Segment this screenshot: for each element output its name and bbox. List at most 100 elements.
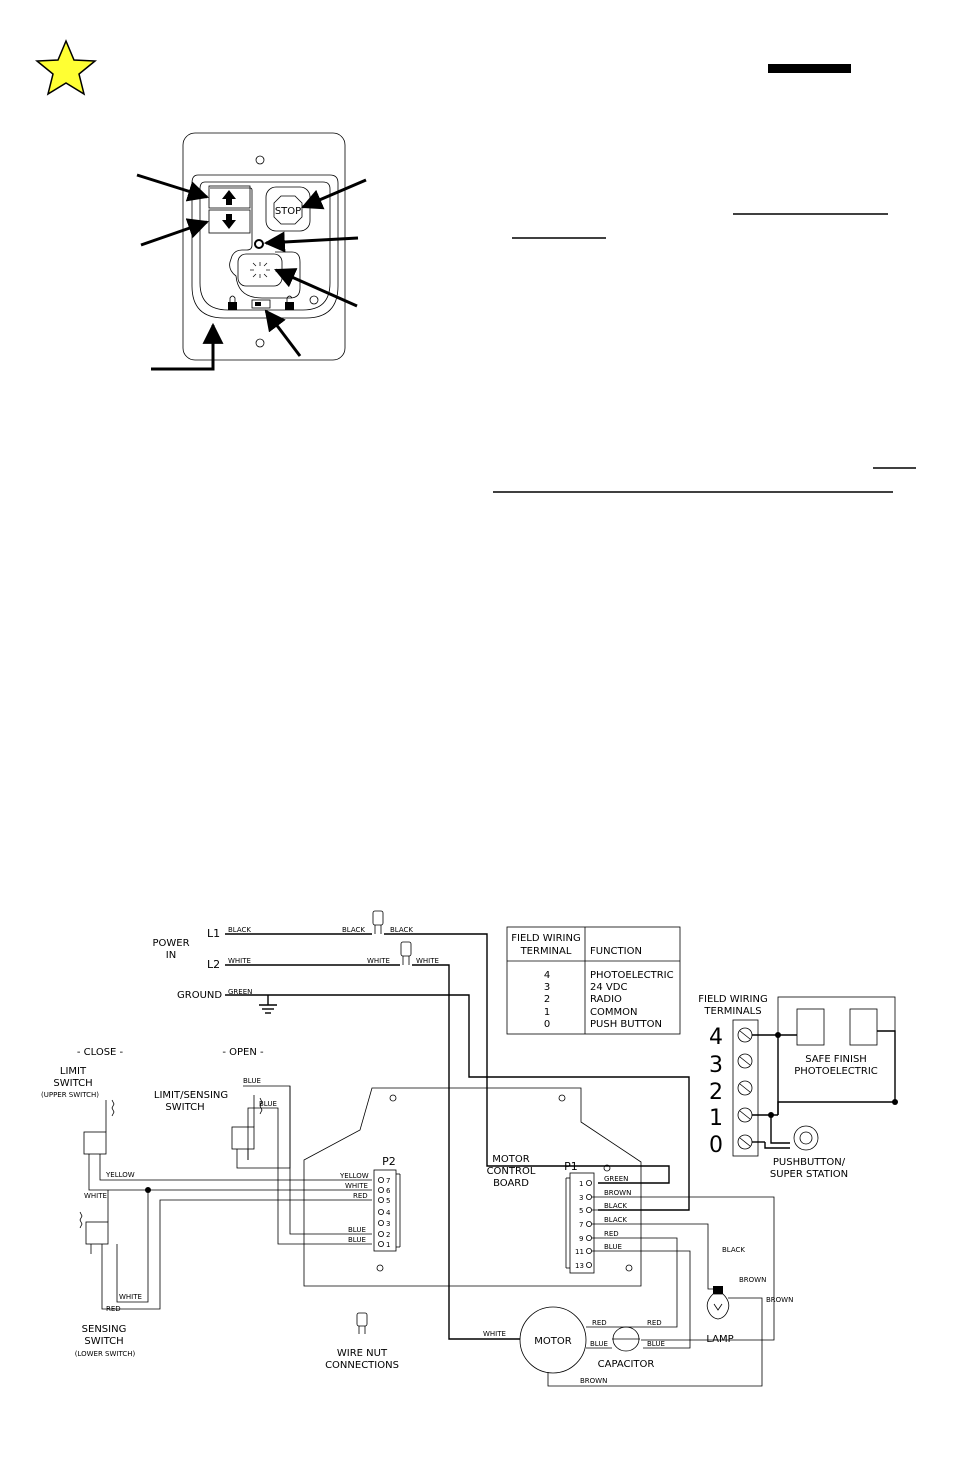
power-label-1: POWER	[152, 938, 189, 949]
l2-nut-label-left: WHITE	[367, 957, 390, 965]
underline-fragments	[493, 213, 916, 493]
terminal-table: FIELD WIRING TERMINAL FUNCTION 4 PHOTOEL…	[506, 926, 681, 1035]
control-station: STOP	[182, 132, 346, 361]
close-header: - CLOSE -	[77, 1047, 124, 1058]
l1-nut-label-right: BLACK	[390, 926, 413, 934]
limit-sensing-label-1: LIMIT/SENSING	[154, 1090, 228, 1101]
p1-pin: 11	[575, 1248, 584, 1256]
limit-switch-label-3: (UPPER SWITCH)	[41, 1091, 99, 1099]
l2-wire-label: WHITE	[228, 957, 251, 965]
motor-label: MOTOR	[534, 1336, 571, 1347]
lamp-icon	[706, 1286, 730, 1320]
sensing-switch-label-1: SENSING	[82, 1324, 127, 1335]
stop-octagon	[273, 195, 303, 225]
board-label-3: BOARD	[493, 1178, 529, 1189]
l2-label: L2	[207, 958, 220, 971]
p2-pin: 1	[386, 1241, 390, 1249]
table-header-terminal-2: TERMINAL	[520, 946, 572, 957]
board-label-1: MOTOR	[492, 1154, 529, 1165]
power-label-2: IN	[166, 950, 176, 961]
p2-wire-yellow: YELLOW	[339, 1172, 369, 1180]
l1-label: L1	[207, 927, 220, 940]
pushbutton-label-2: SUPER STATION	[770, 1169, 848, 1180]
indicator-led	[254, 239, 264, 249]
lamp: BLACK BROWN BROWN LAMP	[706, 1246, 793, 1345]
limit-switch-label-2: SWITCH	[53, 1078, 92, 1089]
l2-nut-label-right: WHITE	[416, 957, 439, 965]
limit-switch-label-1: LIMIT	[60, 1066, 87, 1077]
redacted-bar	[768, 64, 851, 73]
p1-wire-green: GREEN	[604, 1175, 628, 1183]
p1-pin: 3	[579, 1194, 583, 1202]
power-in: POWER IN L1 L2 GROUND BLACK WHITE GREEN …	[152, 926, 438, 1001]
terminal-number: 4	[709, 1025, 723, 1050]
down-button[interactable]	[208, 209, 251, 234]
star-icon	[35, 39, 97, 96]
wire-label-blue: BLUE	[243, 1077, 261, 1085]
table-header-function: FUNCTION	[590, 946, 642, 957]
p1-wire-brown: BROWN	[604, 1189, 631, 1197]
table-row-function: PHOTOELECTRIC	[590, 970, 674, 981]
wire-nut-icon	[372, 910, 412, 965]
p1-wires	[586, 1196, 775, 1349]
p1-pin: 7	[579, 1221, 583, 1229]
limit-sensing-switch: LIMIT/SENSING SWITCH	[154, 1090, 263, 1160]
lamp-wire-brown: BROWN	[766, 1296, 793, 1304]
wire-nut-legend: WIRE NUT CONNECTIONS	[325, 1312, 399, 1371]
terminal-number: 1	[709, 1106, 723, 1131]
wire-label-red: RED	[106, 1305, 121, 1313]
p2-wire-white: WHITE	[345, 1182, 368, 1190]
p2-pin: 6	[386, 1187, 391, 1195]
wire-label-white: WHITE	[84, 1192, 107, 1200]
board-label-2: CONTROL	[487, 1166, 536, 1177]
p2-pin: 3	[386, 1220, 390, 1228]
wire-label-yellow: YELLOW	[105, 1171, 135, 1179]
arrow-down-icon	[222, 214, 236, 229]
motor-wire-white: WHITE	[483, 1330, 506, 1338]
p2-pin: 7	[386, 1177, 390, 1185]
switch-wires: YELLOW WHITE WHITE RED BLUE BLUE	[84, 1077, 372, 1313]
wire-nut-label-2: CONNECTIONS	[325, 1360, 399, 1371]
wire-label-white: WHITE	[119, 1293, 142, 1301]
capacitor: CAPACITOR RED BLUE	[598, 1319, 665, 1370]
capacitor-wire-red: RED	[647, 1319, 662, 1327]
light-icon	[250, 262, 270, 278]
lamp-wire-black: BLACK	[722, 1246, 745, 1254]
p2-wire-blue: BLUE	[348, 1226, 366, 1234]
l1-nut-label-left: BLACK	[342, 926, 365, 934]
terminal-number: 0	[709, 1133, 723, 1158]
callout-arrows	[136, 173, 367, 371]
photo-label-1: SAFE FINISH	[805, 1054, 867, 1065]
motor-wire-red: RED	[592, 1319, 607, 1327]
table-row-function: 24 VDC	[590, 982, 627, 993]
lamp-label: LAMP	[706, 1334, 733, 1345]
pushbutton-station: PUSHBUTTON/ SUPER STATION	[770, 1125, 848, 1180]
field-wiring-terminals: FIELD WIRING TERMINALS 4 3 2 1 0	[698, 994, 767, 1158]
table-row-terminal: 0	[544, 1019, 550, 1030]
field-terminals-label-2: TERMINALS	[703, 1006, 761, 1017]
table-row-terminal: 3	[544, 982, 550, 993]
p1-connector: P1 1 3 5 7 9 11 13 GREEN BROWN BLACK BLA…	[564, 1160, 631, 1274]
p1-wire-black: BLACK	[604, 1202, 627, 1210]
table-row-terminal: 2	[544, 994, 550, 1005]
pushbutton-label-1: PUSHBUTTON/	[773, 1157, 846, 1168]
motor: MOTOR WHITE RED BLUE BROWN	[483, 1297, 763, 1387]
p2-pin: 2	[386, 1231, 390, 1239]
photo-label-2: PHOTOELECTRIC	[794, 1066, 878, 1077]
ground-symbol-icon	[259, 1004, 277, 1014]
limit-switch-upper: LIMIT SWITCH (UPPER SWITCH)	[41, 1066, 115, 1164]
light-button[interactable]	[237, 253, 283, 287]
ground-label: GROUND	[177, 990, 222, 1001]
p1-label: P1	[564, 1160, 578, 1173]
terminal-number: 2	[709, 1080, 723, 1105]
p2-connector: P2 7 6 5 4 3 2 1 YELLOW WHITE RED BLUE B…	[339, 1155, 401, 1252]
p2-wire-red: RED	[353, 1192, 368, 1200]
limit-sensing-label-2: SWITCH	[165, 1102, 204, 1113]
motor-wire-blue: BLUE	[590, 1340, 608, 1348]
stop-label: STOP	[275, 206, 301, 217]
p1-pin: 5	[579, 1207, 583, 1215]
p1-wire-black: BLACK	[604, 1216, 627, 1224]
padlock-icon	[228, 295, 237, 310]
p2-pin: 4	[386, 1209, 391, 1217]
lock-slider[interactable]	[251, 299, 271, 309]
